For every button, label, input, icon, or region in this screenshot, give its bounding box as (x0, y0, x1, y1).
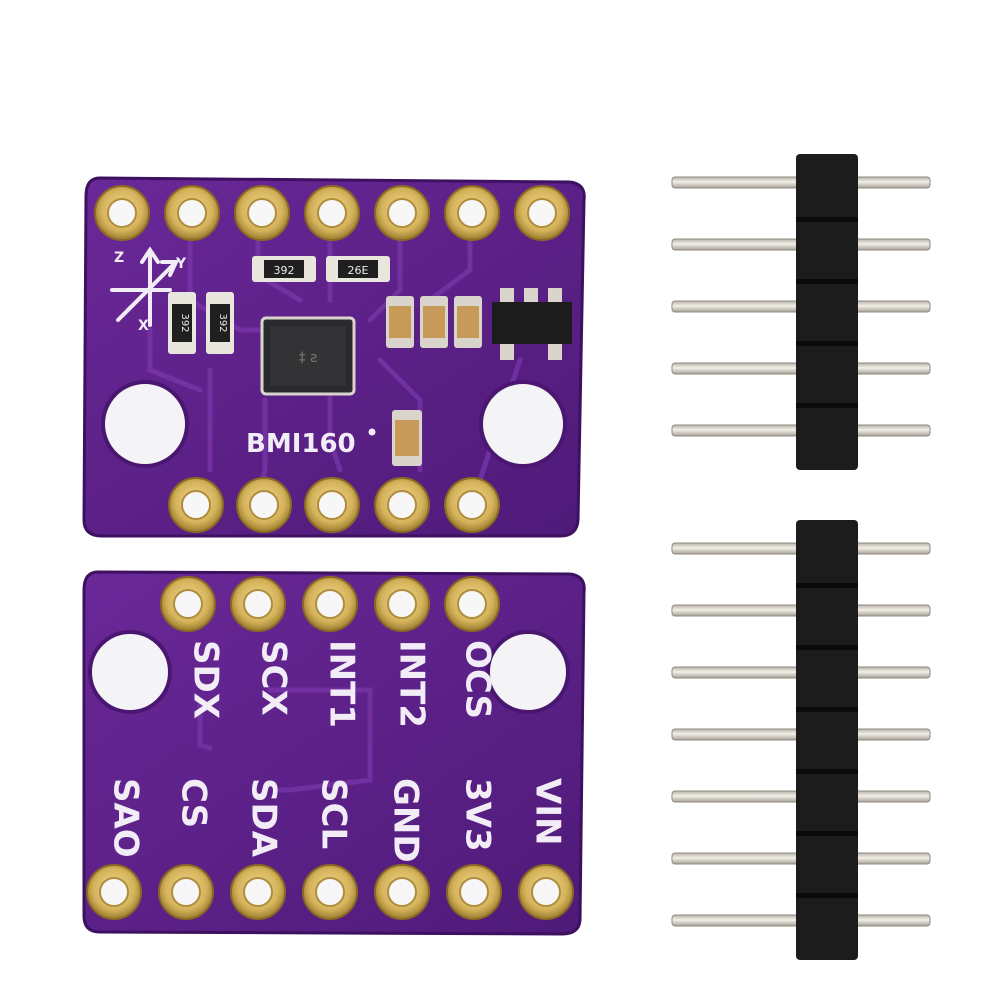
pin-label: SCX (254, 640, 294, 716)
pin-label: SCL (314, 778, 354, 849)
resistor: 392 (252, 256, 316, 282)
pcb-traces (197, 687, 373, 793)
pin-label: 3V3 (458, 778, 498, 852)
bottom-board-pads-lower (86, 864, 574, 920)
solder-pad (168, 477, 224, 533)
pin-label: VIN (528, 778, 568, 845)
top-board: Z Y X 392 392 392 26E ‡ ƨ (82, 176, 586, 538)
bottom-board: SDX SCX INT1 INT2 OCS SAO CS SDA SCL GND 3V3 VIN (82, 570, 586, 936)
bottom-board-pads-upper (160, 576, 500, 632)
resistor: 392 (168, 292, 196, 354)
solder-pad (304, 477, 360, 533)
solder-pad (304, 185, 360, 241)
solder-pad (444, 576, 500, 632)
capacitor (392, 410, 422, 466)
solder-pad (164, 185, 220, 241)
capacitor (454, 296, 482, 348)
registered-mark (368, 428, 376, 436)
pin-label: SDA (244, 778, 284, 858)
solder-pad (514, 185, 570, 241)
solder-pad (518, 864, 574, 920)
solder-pad (374, 864, 430, 920)
pin-label: OCS (458, 640, 498, 719)
resistor: 392 (206, 292, 234, 354)
chip-label: BMI160 (246, 429, 356, 459)
mounting-hole (486, 630, 570, 714)
axis-label-z: Z (114, 250, 124, 266)
solder-pad (444, 477, 500, 533)
solder-pad (374, 477, 430, 533)
solder-pad (158, 864, 214, 920)
axis-label-x: X (138, 318, 149, 334)
solder-pad (374, 576, 430, 632)
solder-pad (302, 864, 358, 920)
solder-pad (234, 185, 290, 241)
header-body (796, 154, 858, 470)
imu-chip: ‡ ƨ (260, 316, 356, 396)
mounting-hole (479, 380, 567, 468)
solder-pad (446, 864, 502, 920)
solder-pad (230, 576, 286, 632)
pin-label: INT2 (392, 640, 432, 728)
pin-label: SDX (186, 640, 226, 719)
bottom-board-upper-labels: SDX SCX INT1 INT2 OCS (186, 640, 498, 728)
header-body (796, 520, 858, 960)
solder-pad (160, 576, 216, 632)
svg-text:392: 392 (274, 264, 295, 277)
svg-text:26E: 26E (348, 264, 369, 277)
svg-text:392: 392 (217, 313, 228, 332)
svg-text:‡ ƨ: ‡ ƨ (299, 350, 318, 366)
top-board-pads-lower (168, 477, 500, 533)
solder-pad (444, 185, 500, 241)
solder-pad (374, 185, 430, 241)
mounting-hole (88, 630, 172, 714)
pin-label: GND (386, 778, 426, 863)
bottom-board-lower-labels: SAO CS SDA SCL GND 3V3 VIN (106, 778, 568, 863)
mounting-hole (101, 380, 189, 468)
voltage-regulator (492, 288, 572, 360)
pin-label: INT1 (322, 640, 362, 728)
top-board-pads-upper (94, 185, 570, 241)
resistor: 26E (326, 256, 390, 282)
pin-header-5 (671, 154, 931, 470)
axis-symbol (110, 246, 180, 327)
pin-header-7 (671, 520, 931, 960)
axis-label-y: Y (175, 256, 187, 272)
solder-pad (236, 477, 292, 533)
solder-pad (302, 576, 358, 632)
svg-text:392: 392 (179, 313, 190, 332)
solder-pad (94, 185, 150, 241)
pin-label: CS (174, 778, 214, 828)
capacitor (386, 296, 414, 348)
solder-pad (86, 864, 142, 920)
pin-label: SAO (106, 778, 146, 858)
capacitor (420, 296, 448, 348)
solder-pad (230, 864, 286, 920)
